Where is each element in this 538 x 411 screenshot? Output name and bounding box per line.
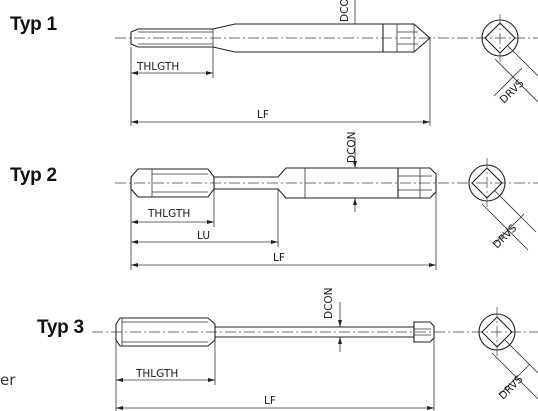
type-2-drvs-label: DRVS: [491, 222, 520, 251]
type-2-end-view: DRVS: [468, 158, 537, 251]
type-2-drawing: Typ 2 DCON THLGTH LU: [10, 131, 538, 270]
type-1-thlgth-label: THLGTH: [136, 61, 179, 73]
type-1-label: Typ 1: [10, 14, 57, 35]
type-2-lu-label: LU: [197, 230, 210, 242]
type-3-dcon-label: DCON: [323, 287, 335, 319]
type-1-end-view: DRVS: [481, 14, 538, 106]
type-3-drvs-label: DRVS: [497, 373, 526, 402]
type-2-lf-label: LF: [273, 252, 285, 264]
type-3-end-view: DRVS: [478, 307, 538, 402]
type-1-dcon-label: DCON: [339, 0, 351, 22]
type-2-square-drive: [398, 167, 437, 199]
type-2-label: Typ 2: [10, 165, 57, 186]
type-1-drawing: Typ 1 DCON THLGTH LF: [10, 0, 538, 126]
type-1-lf-label: LF: [257, 109, 269, 121]
type-2-dcon-label: DCON: [346, 131, 358, 163]
type-3-label: Typ 3: [37, 317, 84, 338]
type-3-lf-label: LF: [264, 395, 276, 407]
type-2-thlgth-label: THLGTH: [147, 208, 190, 220]
type-3-thlgth-label: THLGTH: [135, 368, 178, 380]
type-1-drvs-label: DRVS: [498, 77, 527, 106]
type-3-drawing: Typ 3 DCON THLGTH LF: [37, 287, 538, 411]
side-text-fragment: er: [0, 371, 16, 389]
